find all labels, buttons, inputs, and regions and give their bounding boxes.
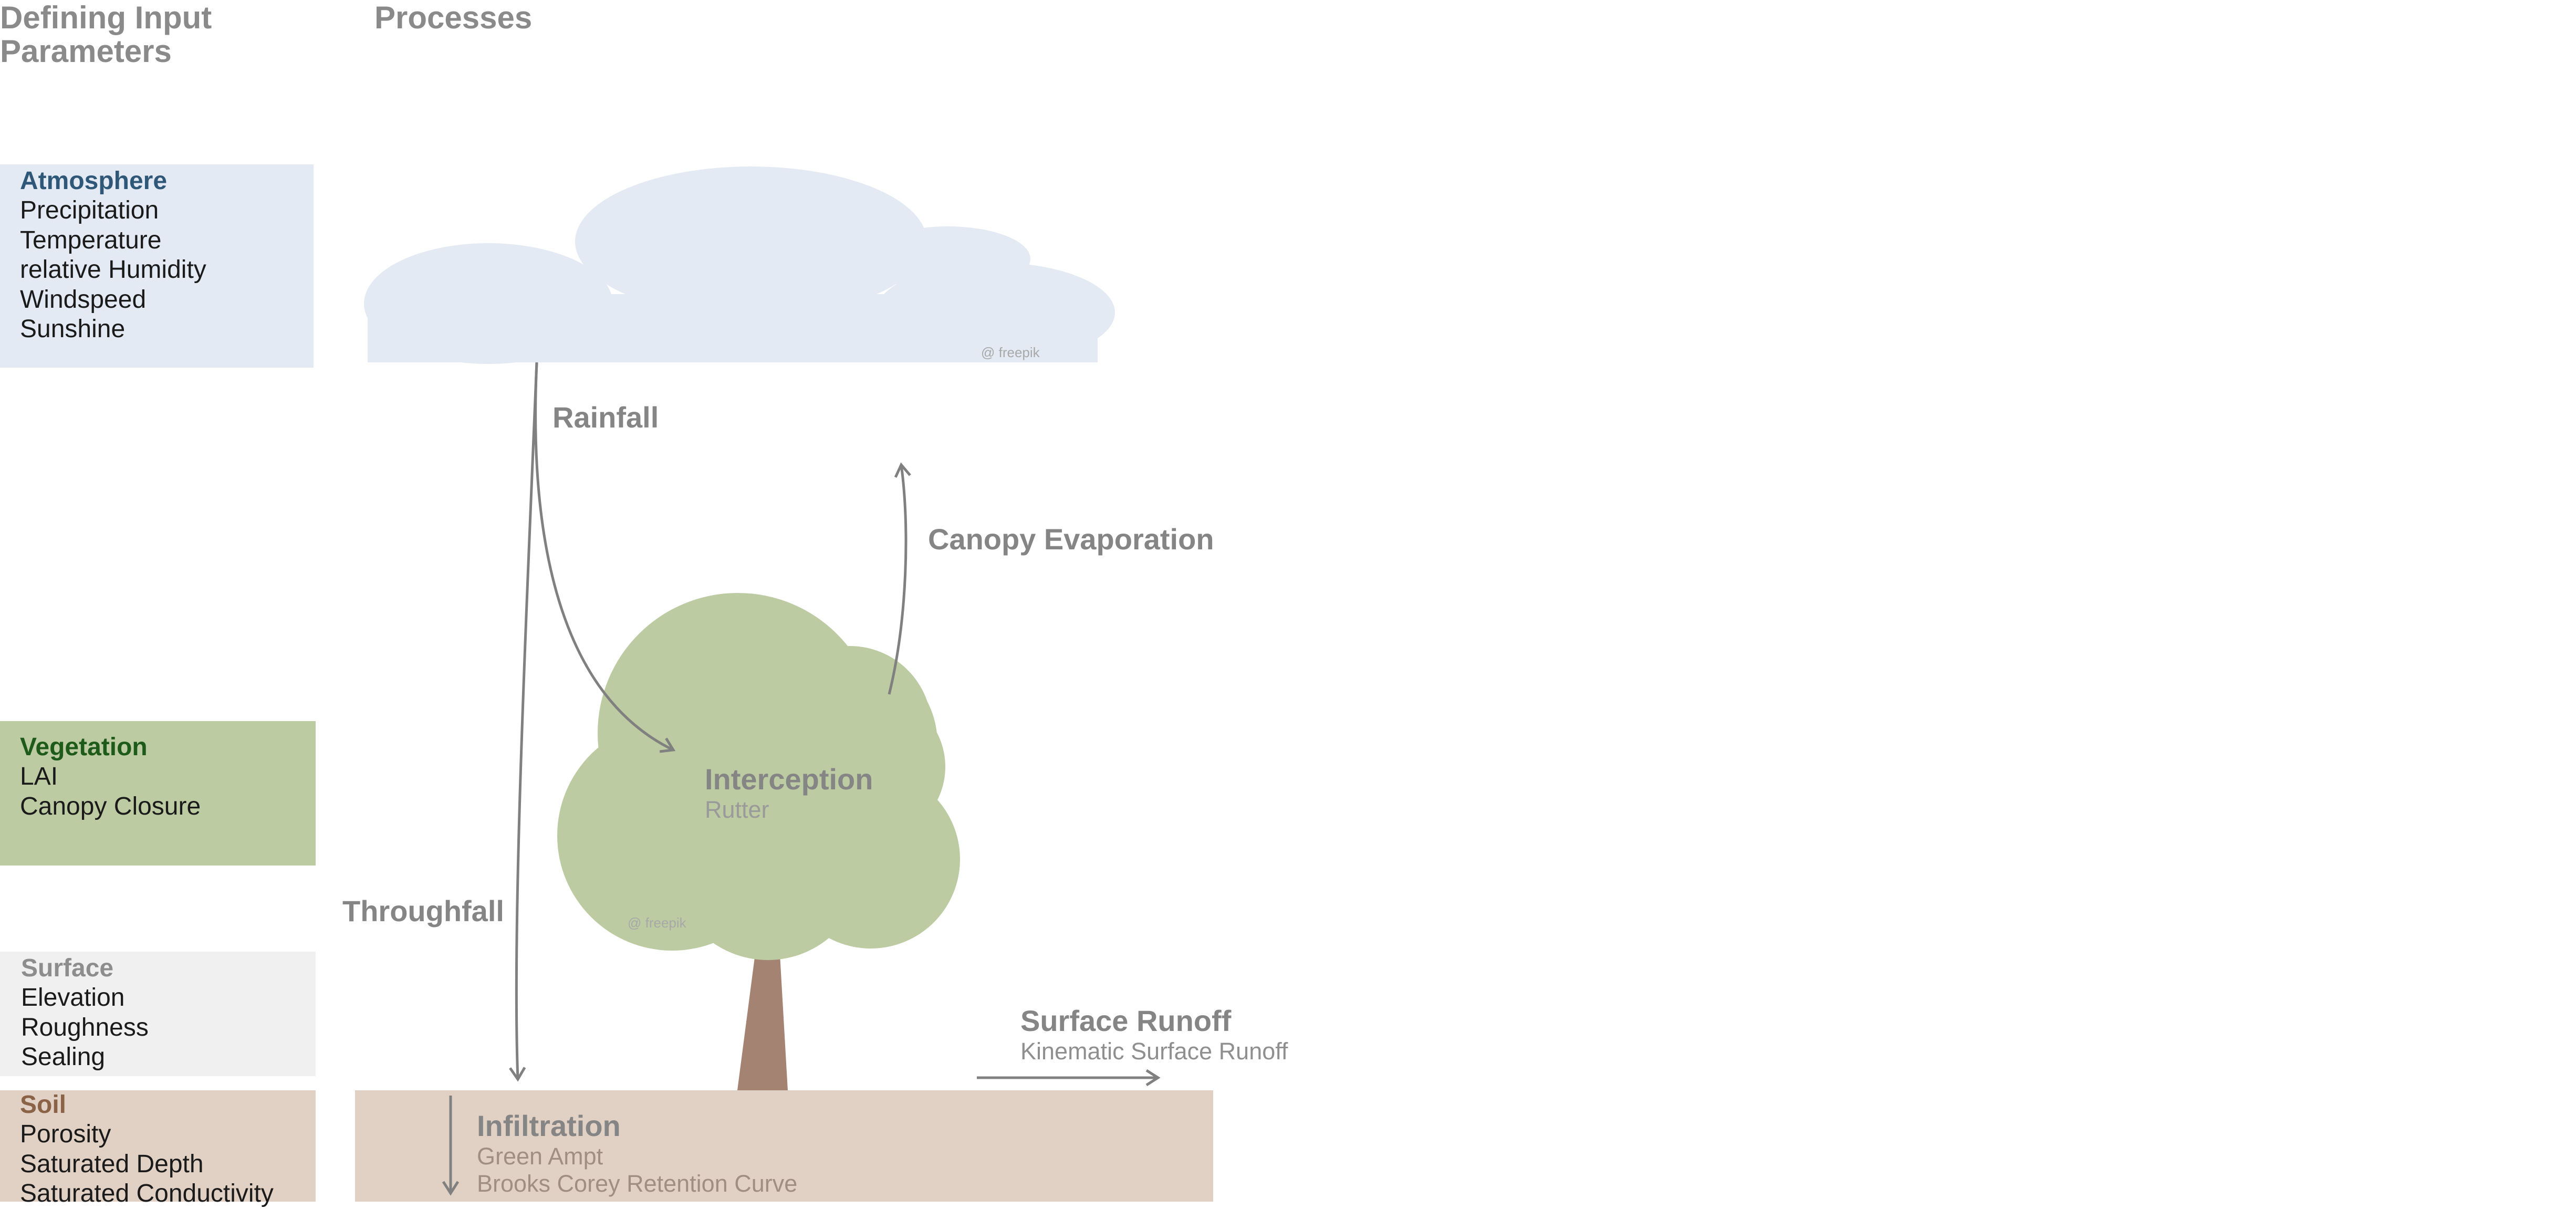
parameters-heading: Defining Input Parameters	[0, 1, 212, 68]
tree-credit: @ freepik	[628, 915, 686, 931]
soil-item: Porosity	[20, 1120, 111, 1148]
infiltration-label: Infiltration Green Ampt Brooks Corey Ret…	[477, 1109, 797, 1197]
interception-method: Rutter	[705, 796, 769, 823]
parameters-heading-line1: Defining Input	[0, 0, 212, 35]
vegetation-panel: Vegetation LAI Canopy Closure	[0, 721, 316, 866]
surface-title: Surface	[21, 954, 114, 982]
rainfall-label: Rainfall	[552, 401, 659, 434]
cloud-credit: @ freepik	[981, 345, 1040, 360]
surface-item: Elevation	[21, 984, 125, 1012]
vegetation-item: LAI	[20, 763, 58, 790]
interception-title: Interception	[705, 763, 873, 796]
vegetation-item: Canopy Closure	[20, 792, 201, 820]
surface-runoff-title: Surface Runoff	[1020, 1004, 1232, 1037]
cloud-shape	[364, 166, 1115, 364]
surface-runoff-label: Surface Runoff Kinematic Surface Runoff	[1020, 1004, 1288, 1065]
atmosphere-title: Atmosphere	[20, 167, 168, 195]
soil-item: Saturated Depth	[20, 1150, 204, 1178]
surface-item: Sealing	[21, 1043, 106, 1071]
parameters-heading-line2: Parameters	[0, 34, 172, 69]
infiltration-method: Brooks Corey Retention Curve	[477, 1170, 798, 1197]
throughfall-arrow	[509, 362, 538, 1082]
surface-item: Roughness	[21, 1013, 149, 1041]
atmosphere-item: Temperature	[20, 226, 162, 254]
atmosphere-panel: Atmosphere Precipitation Temperature rel…	[0, 164, 314, 368]
soil-strip	[355, 1090, 1213, 1202]
soil-title: Soil	[20, 1091, 67, 1119]
infiltration-title: Infiltration	[477, 1109, 621, 1142]
canopy-evaporation-label: Canopy Evaporation	[928, 523, 1214, 556]
surface-panel: Surface Elevation Roughness Sealing	[0, 952, 316, 1076]
interception-label: Interception Rutter	[705, 763, 873, 824]
atmosphere-item: Precipitation	[20, 196, 159, 224]
throughfall-label: Throughfall	[342, 894, 504, 927]
atmosphere-item: Windspeed	[20, 285, 147, 314]
surface-runoff-method: Kinematic Surface Runoff	[1020, 1038, 1288, 1065]
rainfall-arrow	[534, 362, 676, 753]
vegetation-title: Vegetation	[20, 733, 148, 761]
atmosphere-item: relative Humidity	[20, 256, 206, 284]
processes-heading: Processes	[374, 0, 533, 35]
tree-crown	[557, 593, 960, 960]
canopy-evaporation-arrow	[888, 462, 911, 695]
atmosphere-item: Sunshine	[20, 315, 126, 343]
infiltration-method: Green Ampt	[477, 1143, 603, 1170]
soil-panel: Soil Porosity Saturated Depth Saturated …	[0, 1090, 316, 1207]
